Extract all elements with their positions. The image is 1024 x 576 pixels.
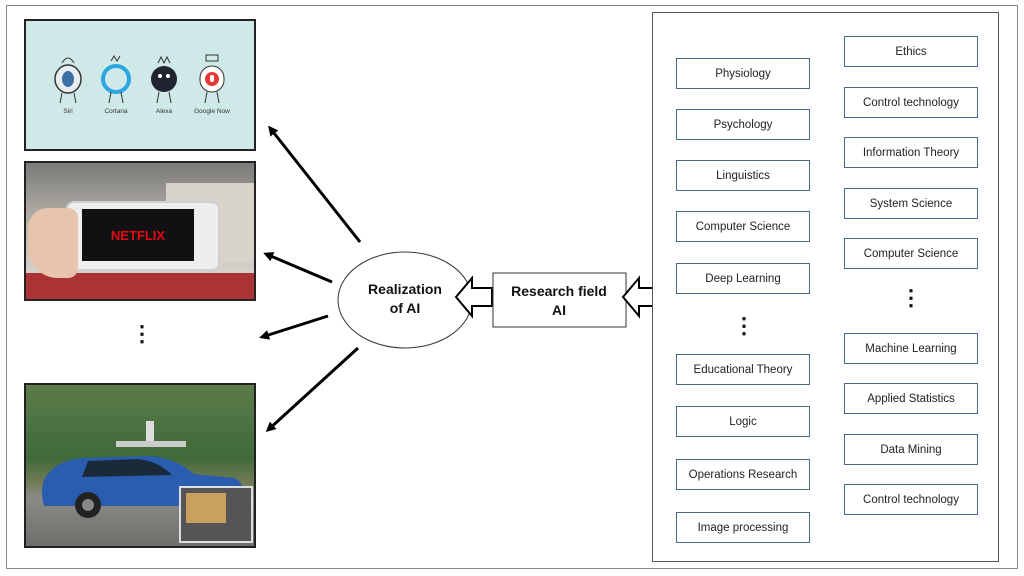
- research-field-line2: AI: [552, 302, 566, 318]
- arrow-to-car: [265, 346, 360, 433]
- cortana-character: [101, 55, 131, 104]
- field-physiology: Physiology: [676, 58, 810, 89]
- assistant-label-cortana: Cortana: [104, 108, 128, 115]
- field-computer-science-left: Computer Science: [676, 211, 810, 242]
- netflix-phone-image: NETFLIX: [24, 161, 256, 301]
- assistant-label-alexa: Alexa: [155, 108, 173, 115]
- realization-label: Realization of AI: [352, 280, 458, 318]
- field-computer-science-right: Computer Science: [844, 238, 978, 269]
- field-deep-learning: Deep Learning: [676, 263, 810, 294]
- field-ethics: Ethics: [844, 36, 978, 67]
- field-linguistics: Linguistics: [676, 160, 810, 191]
- figure-frame: [6, 5, 1018, 569]
- field-information-theory: Information Theory: [844, 137, 978, 168]
- field-data-mining: Data Mining: [844, 434, 978, 465]
- realization-line2: of AI: [389, 300, 421, 316]
- field-image-processing: Image processing: [676, 512, 810, 543]
- field-applied-statistics: Applied Statistics: [844, 383, 978, 414]
- assistant-label-google-now: Google Now: [194, 108, 230, 115]
- arrow-to-netflix: [263, 252, 333, 284]
- realization-line1: Realization: [368, 281, 442, 297]
- field-system-science: System Science: [844, 188, 978, 219]
- right-column-dots: ⋮: [900, 285, 922, 310]
- phone: NETFLIX: [66, 201, 220, 271]
- phone-screen: NETFLIX: [82, 209, 194, 261]
- siri-character: [54, 57, 82, 104]
- research-field-box: [492, 272, 627, 328]
- car-illustration: [42, 421, 253, 543]
- assistant-label-siri: Siri: [63, 108, 73, 115]
- field-psychology: Psychology: [676, 109, 810, 140]
- field-educational-theory: Educational Theory: [676, 354, 810, 385]
- hand: [28, 208, 78, 278]
- hollow-arrow-to-realization: [454, 275, 493, 319]
- field-control-technology-bottom: Control technology: [844, 484, 978, 515]
- field-operations-research: Operations Research: [676, 459, 810, 490]
- field-control-technology-top: Control technology: [844, 87, 978, 118]
- arrow-to-assistants: [268, 125, 362, 243]
- alexa-character: [151, 55, 177, 104]
- assistant-characters-illustration: [54, 54, 225, 104]
- research-field-line1: Research field: [511, 283, 607, 299]
- netflix-logo: NETFLIX: [110, 227, 166, 243]
- self-driving-car-image: [24, 383, 256, 548]
- arrow-to-dots: [259, 314, 329, 340]
- field-logic: Logic: [676, 406, 810, 437]
- google-now-character: [199, 54, 225, 104]
- field-machine-learning: Machine Learning: [844, 333, 978, 364]
- voice-assistants-image: Siri Cortana Alexa Google Now: [24, 19, 256, 151]
- left-column-dots: ⋮: [733, 313, 755, 338]
- research-field-label: Research field AI: [495, 282, 623, 320]
